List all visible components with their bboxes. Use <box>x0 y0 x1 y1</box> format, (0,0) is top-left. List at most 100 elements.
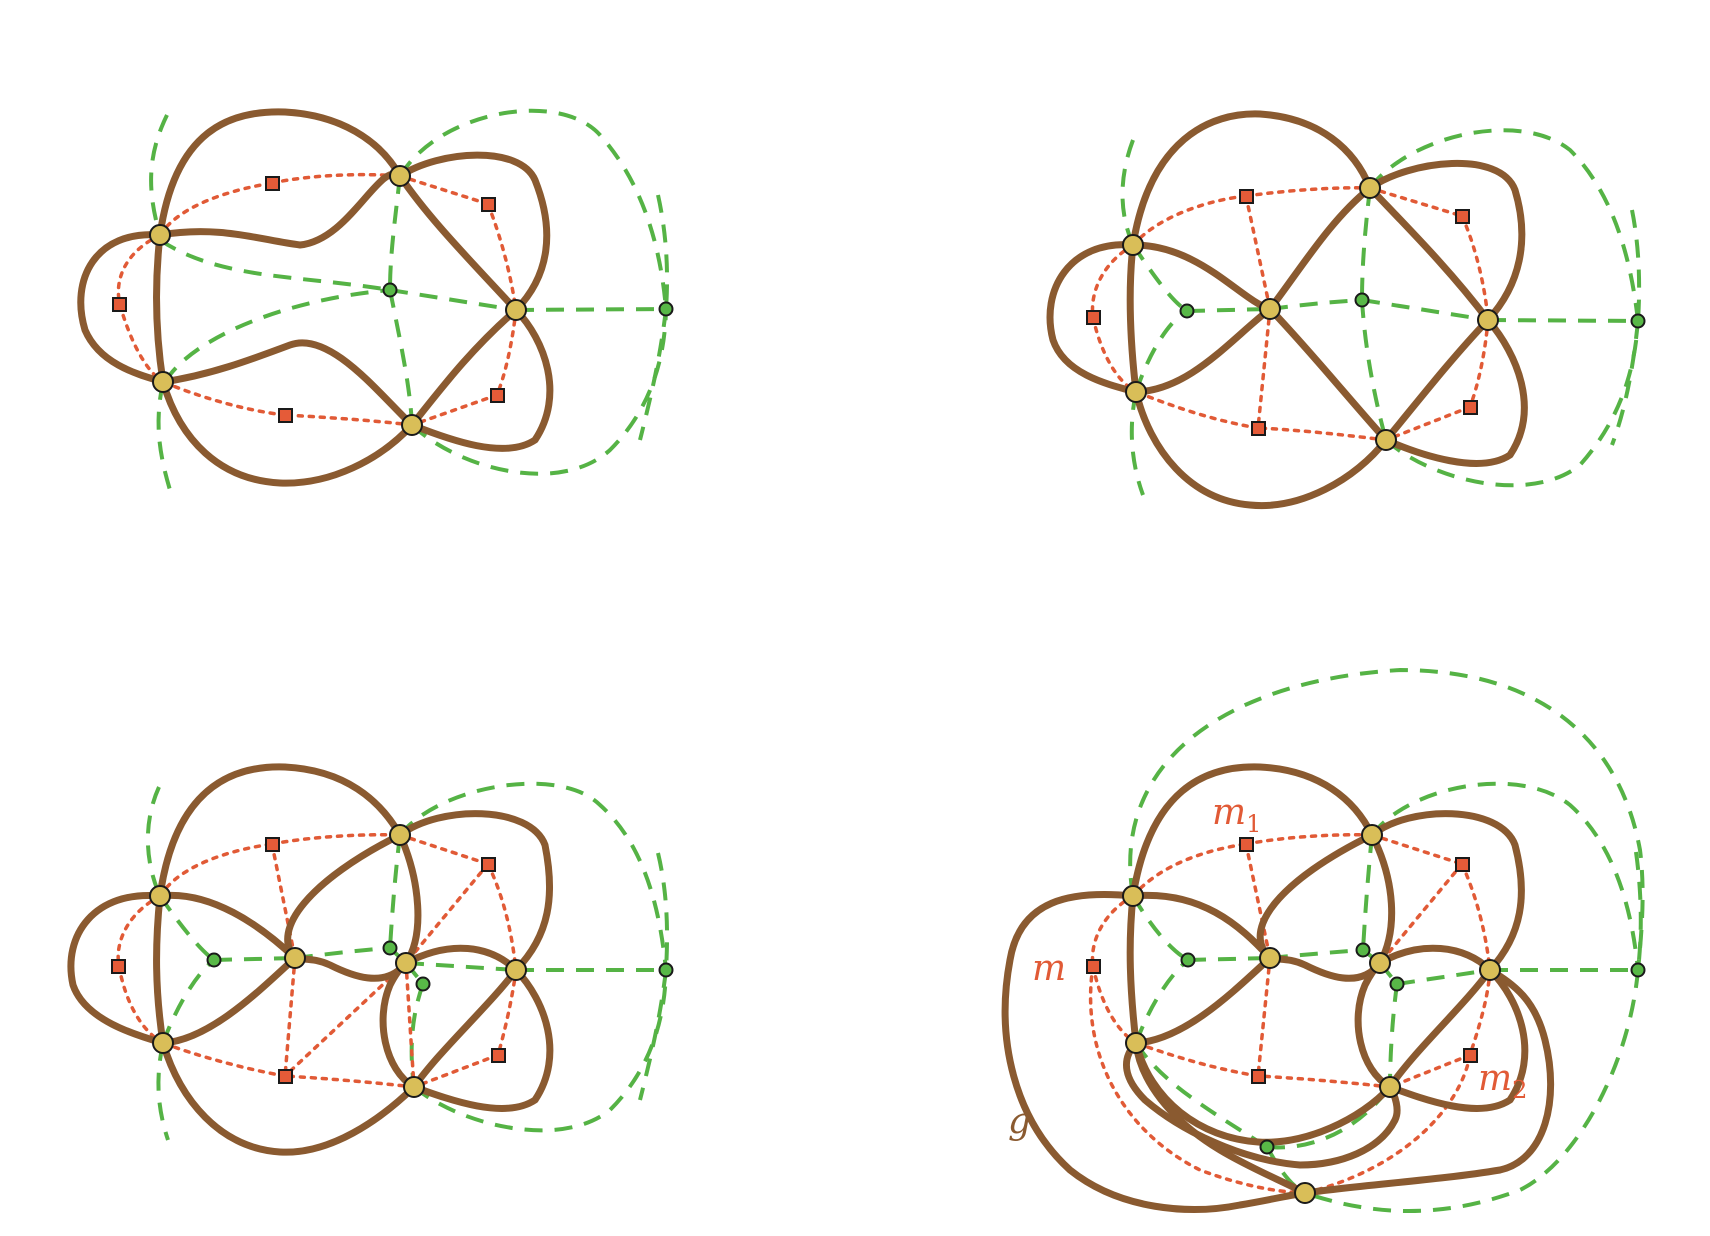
green-vertex <box>1180 952 1196 968</box>
green-vertex <box>1630 313 1646 329</box>
red-edge <box>496 968 518 1057</box>
green-edge <box>656 852 670 971</box>
knot-strand <box>1123 1039 1401 1169</box>
red-vertex <box>1086 310 1101 325</box>
green-edge <box>398 108 668 310</box>
green-edge <box>388 175 402 291</box>
green-vertex <box>1630 962 1646 978</box>
crossing-vertex <box>152 1032 174 1054</box>
green-edge <box>1361 298 1489 322</box>
crossing-vertex <box>403 1076 425 1098</box>
crossing-vertex <box>1259 298 1281 320</box>
red-edge <box>412 1053 500 1089</box>
red-edge <box>158 181 274 237</box>
green-edge <box>1634 851 1643 971</box>
red-vertex <box>1239 837 1254 852</box>
red-edge <box>1256 307 1272 430</box>
panel-2-green-graph <box>1120 128 1642 496</box>
green-edge <box>656 194 670 310</box>
red-edge <box>270 842 297 960</box>
knot-strand <box>67 763 554 1156</box>
red-edge <box>117 964 165 1045</box>
panel-1-knot <box>77 108 554 487</box>
green-edge <box>1384 320 1640 488</box>
green-edge <box>1388 983 1399 1088</box>
red-vertex <box>491 1048 506 1063</box>
red-edge <box>1256 1074 1392 1089</box>
red-edge <box>283 956 297 1078</box>
panel-4: m1 m m2 g <box>1001 667 1646 1213</box>
crossing-vertex <box>505 299 527 321</box>
green-edge <box>213 956 296 962</box>
green-edge <box>1370 781 1640 971</box>
green-edge <box>1128 667 1645 971</box>
crossing-vertex <box>1379 1076 1401 1098</box>
crossing-vertex <box>1477 309 1499 331</box>
red-edge <box>1368 186 1464 218</box>
panel-1-green-graph <box>149 108 670 491</box>
panel-3-vertices <box>111 824 674 1098</box>
panel-2 <box>1046 110 1646 510</box>
green-edge <box>1361 834 1374 951</box>
green-vertex <box>382 940 398 956</box>
green-edge <box>1487 318 1639 323</box>
knot-strand <box>1126 763 1529 1146</box>
red-edge <box>1303 1053 1472 1195</box>
red-vertex <box>1455 209 1470 224</box>
green-vertex <box>1355 942 1371 958</box>
red-edge <box>1256 956 1272 1078</box>
crossing-vertex <box>1359 177 1381 199</box>
label-g: g <box>1008 1101 1031 1142</box>
red-edge <box>158 842 274 898</box>
crossing-vertex <box>149 885 171 907</box>
green-edge <box>156 1042 170 1141</box>
red-edge <box>1460 862 1492 972</box>
crossing-vertex <box>395 952 417 974</box>
green-edge <box>158 238 391 292</box>
panel-1-vertices <box>112 165 674 436</box>
red-edge <box>161 1041 287 1078</box>
red-edge <box>283 961 408 1078</box>
red-edge <box>1244 186 1372 198</box>
red-vertex <box>1463 400 1478 415</box>
green-edge <box>412 969 668 1133</box>
panel-4-labels: m1 m m2 g <box>1008 792 1527 1142</box>
green-vertex <box>1259 1139 1275 1155</box>
red-vertex <box>265 837 280 852</box>
red-edge <box>398 174 490 206</box>
red-edge <box>283 1074 416 1089</box>
green-vertex <box>415 976 431 992</box>
knot-strand <box>1132 1039 1309 1197</box>
red-vertex <box>278 1069 293 1084</box>
knot-strand <box>1354 944 1494 1091</box>
green-edge <box>1360 299 1388 441</box>
green-edge <box>149 114 169 236</box>
green-edge <box>1610 320 1640 446</box>
red-edge <box>1134 1041 1260 1078</box>
red-edge <box>1370 833 1464 866</box>
red-edge <box>404 961 416 1089</box>
red-edge <box>486 202 518 312</box>
crossing-vertex <box>389 165 411 187</box>
green-edge <box>410 308 668 476</box>
green-edge <box>1120 139 1135 246</box>
green-vertex <box>1179 303 1195 319</box>
red-edge <box>1468 968 1492 1057</box>
crossing-vertex <box>1122 885 1144 907</box>
crossing-vertex <box>1369 952 1391 974</box>
red-edge <box>1256 426 1388 442</box>
red-edge <box>270 833 402 846</box>
crossing-vertex <box>1259 947 1281 969</box>
red-vertex <box>1251 1069 1266 1084</box>
red-vertex <box>278 408 293 423</box>
red-vertex <box>1251 421 1266 436</box>
crossing-vertex <box>401 414 423 436</box>
green-edge <box>638 969 668 1101</box>
panel-3 <box>67 763 674 1156</box>
knot-strand <box>77 108 554 487</box>
green-edge <box>1129 391 1145 496</box>
green-vertex <box>382 282 398 298</box>
green-vertex <box>658 962 674 978</box>
red-vertex <box>490 388 505 403</box>
